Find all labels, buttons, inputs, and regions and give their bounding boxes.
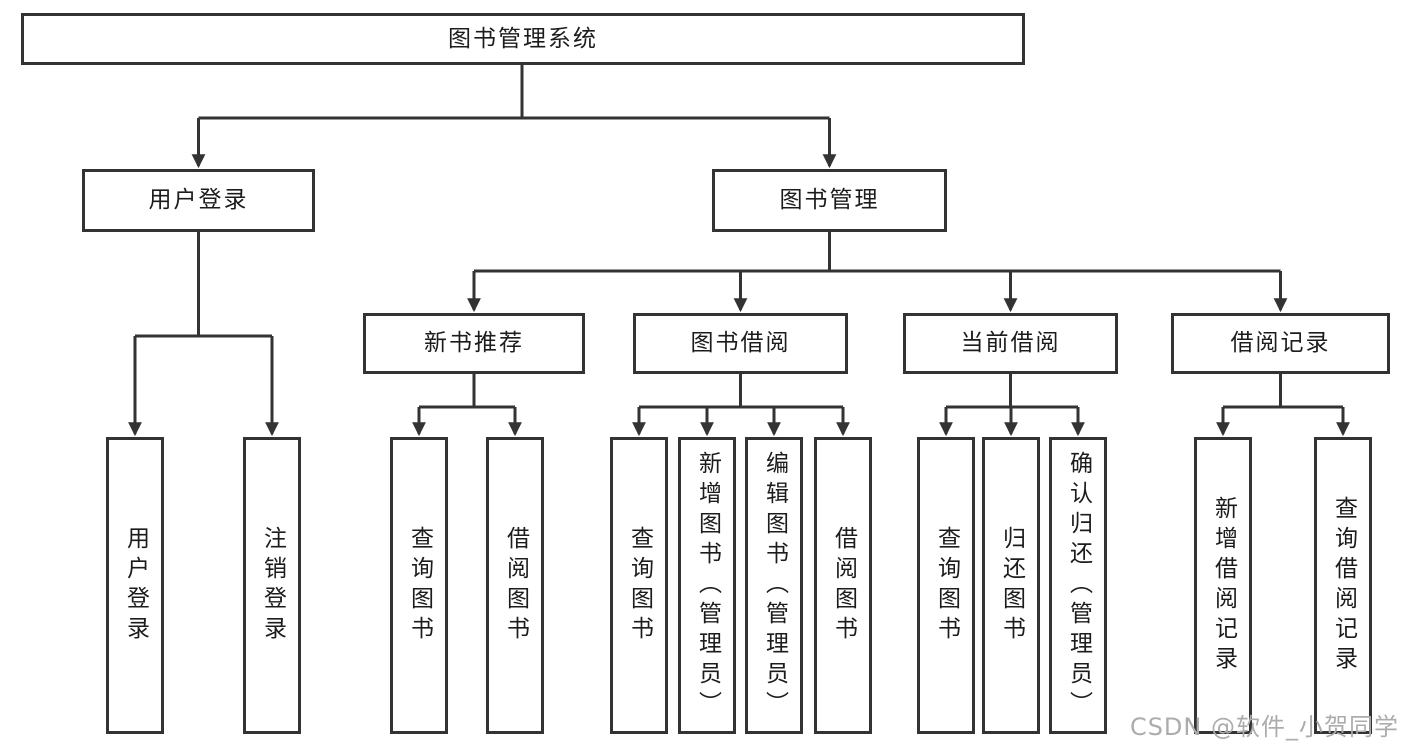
node-label: 新增图书（管理员）: [694, 450, 721, 721]
csdn-watermark: CSDN @软件_小贺同学: [1129, 713, 1399, 741]
leaf-borrow-books: 借阅图书: [814, 437, 872, 734]
node-label: 归还图书: [998, 525, 1025, 646]
node-user-login: 用户登录: [82, 169, 315, 232]
leaf-query-books-recommend: 查询图书: [390, 437, 448, 734]
leaf-logout: 注销登录: [243, 437, 301, 734]
node-book-borrow: 图书借阅: [633, 313, 848, 374]
node-library-management-system: 图书管理系统: [21, 13, 1025, 65]
node-label: 用户登录: [122, 525, 149, 646]
node-label: 注销登录: [259, 525, 286, 646]
node-borrow-records: 借阅记录: [1171, 313, 1390, 374]
leaf-query-borrow-record: 查询借阅记录: [1314, 437, 1372, 734]
node-label: 借阅图书: [830, 525, 857, 646]
node-new-book-recommend: 新书推荐: [363, 313, 585, 374]
node-label: 查询图书: [406, 525, 433, 646]
leaf-confirm-return-admin: 确认归还（管理员）: [1049, 437, 1107, 734]
leaf-return-books: 归还图书: [982, 437, 1040, 734]
leaf-edit-books-admin: 编辑图书（管理员）: [745, 437, 803, 734]
leaf-borrow-books-recommend: 借阅图书: [486, 437, 544, 734]
node-label: 确认归还（管理员）: [1065, 450, 1092, 721]
node-label: 当前借阅: [960, 330, 1061, 356]
node-label: 新增借阅记录: [1210, 495, 1237, 676]
node-label: 用户登录: [148, 187, 249, 213]
node-book-management: 图书管理: [712, 169, 947, 232]
node-label: 新书推荐: [424, 330, 524, 356]
leaf-query-books-borrow: 查询图书: [610, 437, 668, 734]
node-current-borrow: 当前借阅: [903, 313, 1118, 374]
node-label: 查询图书: [626, 525, 653, 646]
node-label: 图书管理: [779, 187, 880, 213]
leaf-user-login: 用户登录: [106, 437, 164, 734]
node-label: 查询图书: [933, 525, 960, 646]
leaf-add-books-admin: 新增图书（管理员）: [678, 437, 736, 734]
node-label: 查询借阅记录: [1330, 495, 1357, 676]
node-label: 借阅图书: [502, 525, 529, 646]
leaf-add-borrow-record: 新增借阅记录: [1194, 437, 1252, 734]
leaf-query-books-current: 查询图书: [917, 437, 975, 734]
node-label: 编辑图书（管理员）: [761, 450, 788, 721]
node-label: 图书管理系统: [448, 25, 598, 52]
node-label: 借阅记录: [1230, 330, 1331, 356]
node-label: 图书借阅: [690, 330, 791, 356]
